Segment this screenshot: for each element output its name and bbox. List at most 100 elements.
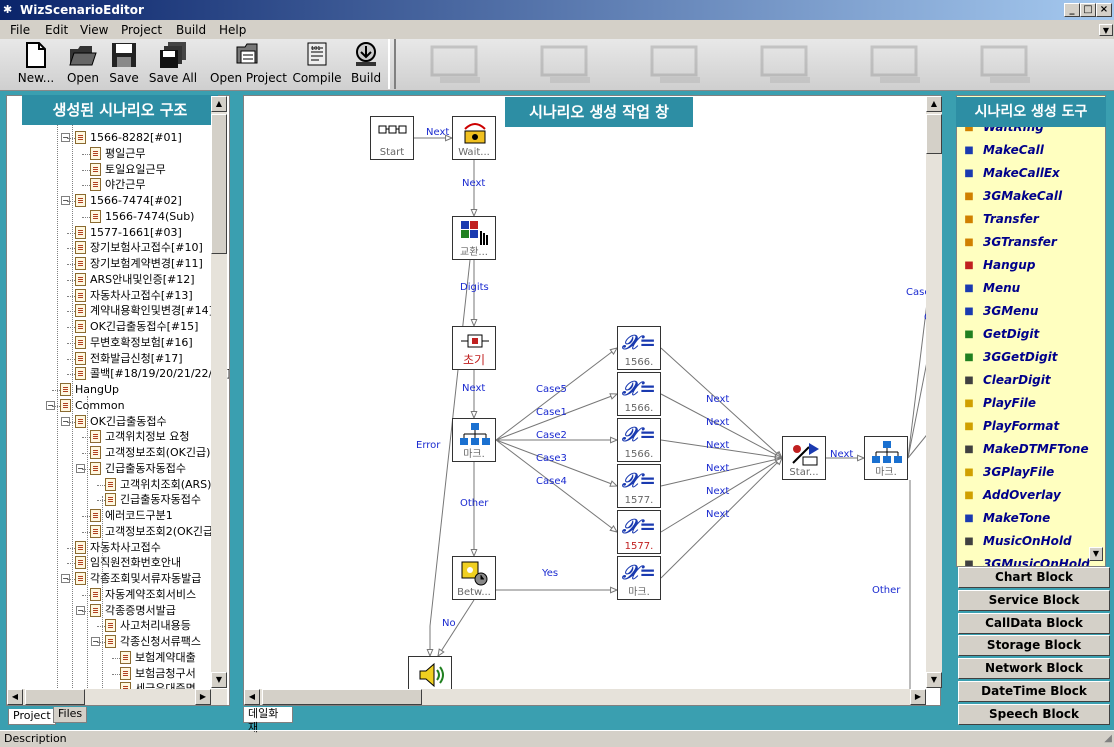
tree-item[interactable]: 토일요일근무 <box>105 162 166 176</box>
menu-build[interactable]: Build <box>176 23 207 37</box>
scroll-down-button[interactable]: ▼ <box>926 672 942 688</box>
tree-item[interactable]: 1566-8282[#01] <box>90 131 182 144</box>
tool-add-overlay[interactable]: ■AddOverlay <box>961 484 1105 506</box>
tree-item[interactable]: 자동차사고접수[#13] <box>90 288 193 302</box>
tree-item[interactable]: 1566-7474(Sub) <box>105 209 195 223</box>
tab-files[interactable]: Files <box>53 707 88 723</box>
tab-project[interactable]: Project <box>8 709 56 725</box>
flow-edge[interactable] <box>495 393 618 441</box>
compile-button[interactable]: 101 Compile <box>292 41 342 87</box>
tool-make-tone[interactable]: ■MakeTone <box>961 507 1105 529</box>
tree-item[interactable]: 각종증명서발급 <box>105 603 176 617</box>
tool-3g-music-on-hold[interactable]: ■3GMusicOnHold <box>961 553 1105 566</box>
tool-menu[interactable]: ■Menu <box>961 277 1105 299</box>
flow-edge[interactable] <box>495 439 618 487</box>
flow-edge[interactable] <box>495 439 618 533</box>
minimize-button[interactable]: _ <box>1064 3 1080 17</box>
flow-edge[interactable] <box>429 259 471 627</box>
maximize-button[interactable]: □ <box>1080 3 1096 17</box>
tree-item[interactable]: 고객정보조회(OK긴급) <box>105 446 211 459</box>
tool-make-call[interactable]: ■MakeCall <box>961 139 1105 161</box>
canvas-horizontal-scrollbar[interactable]: ◀ ▶ <box>244 689 926 705</box>
flow-node-v2[interactable]: 𝒳=1566. <box>617 372 661 416</box>
tree-item[interactable]: OK긴급출동접수 <box>90 414 167 428</box>
tree-expander[interactable]: − <box>61 416 70 426</box>
scroll-down-button[interactable]: ▼ <box>211 672 227 688</box>
menu-project[interactable]: Project <box>121 23 163 37</box>
scroll-left-button[interactable]: ◀ <box>244 689 260 705</box>
flow-edge[interactable] <box>660 457 783 533</box>
save-button[interactable]: Save <box>106 41 142 87</box>
scroll-right-button[interactable]: ▶ <box>910 689 926 705</box>
tree-item[interactable]: 고객정보조회2(OK긴급) <box>105 524 218 538</box>
tool-3g-menu[interactable]: ■3GMenu <box>961 300 1105 322</box>
tool-make-call-ex[interactable]: ■MakeCallEx <box>961 162 1105 184</box>
tree-item[interactable]: 긴급출동자동접수 <box>120 493 201 507</box>
tool-play-format[interactable]: ■PlayFormat <box>961 415 1105 437</box>
flow-node-start[interactable]: Start <box>370 116 414 160</box>
category-calldata-block[interactable]: CallData Block <box>958 612 1110 634</box>
tree-expander[interactable]: − <box>91 637 100 646</box>
build-button[interactable]: Build <box>348 41 384 87</box>
tree-item[interactable]: OK긴급출동접수[#15] <box>90 320 199 333</box>
tool-transfer[interactable]: ■Transfer <box>961 208 1105 230</box>
flow-node-v3[interactable]: 𝒳=1566. <box>617 418 661 462</box>
tree-item[interactable]: 1577-1661[#03] <box>90 225 182 239</box>
tree-item[interactable]: 각종신청서류팩스 <box>120 635 201 648</box>
menu-view[interactable]: View <box>80 23 109 37</box>
category-network-block[interactable]: Network Block <box>958 658 1110 680</box>
scroll-thumb[interactable] <box>262 689 422 705</box>
tree-item[interactable]: 긴급출동자동접수 <box>105 461 186 475</box>
tool-3g-make-call[interactable]: ■3GMakeCall <box>961 185 1105 207</box>
flow-node-v5[interactable]: 𝒳=1577. <box>617 510 661 554</box>
flow-node-exchange[interactable]: 교환... <box>452 216 496 260</box>
tree-item[interactable]: 보험금청구서 <box>135 666 196 680</box>
flow-edge[interactable] <box>660 439 783 459</box>
flow-edge[interactable] <box>495 347 618 441</box>
tree-item[interactable]: ARS안내및인증[#12] <box>90 272 195 286</box>
tree-item[interactable]: 임직원전화번호안내 <box>90 556 182 570</box>
menu-help[interactable]: Help <box>219 23 247 37</box>
tool-hangup[interactable]: ■Hangup <box>961 254 1105 276</box>
tree-item[interactable]: 자동차사고접수 <box>90 540 161 554</box>
tree-item[interactable]: 무변호확정보험[#16] <box>90 335 193 349</box>
flow-node-wait[interactable]: Wait... <box>452 116 496 160</box>
tree-expander[interactable]: − <box>61 574 70 583</box>
tree-expander[interactable]: − <box>61 133 70 142</box>
menu-edit[interactable]: Edit <box>45 23 69 37</box>
tree-item[interactable]: 야간근무 <box>105 178 146 192</box>
tree-expander[interactable]: − <box>46 400 55 410</box>
tool-play-file[interactable]: ■PlayFile <box>961 392 1105 414</box>
category-chart-block[interactable]: Chart Block <box>958 567 1110 588</box>
tree-item[interactable]: 평일근무 <box>105 146 146 160</box>
tree-item[interactable]: 장기보험사고접수[#10] <box>90 241 203 255</box>
tree-item[interactable]: 장기보험계약변경[#11] <box>90 257 203 270</box>
tool-3g-play-file[interactable]: ■3GPlayFile <box>961 461 1105 483</box>
tree-expander[interactable]: − <box>76 605 85 615</box>
tool-get-digit[interactable]: ■GetDigit <box>961 323 1105 345</box>
flow-node-menu2[interactable]: 마크. <box>864 436 908 480</box>
tool-clear-digit[interactable]: ■ClearDigit <box>961 369 1105 391</box>
flow-edge[interactable] <box>660 457 783 579</box>
tree-item[interactable]: 보험계약대출 <box>135 650 196 664</box>
category-datetime-block[interactable]: DateTime Block <box>958 681 1110 702</box>
tree-item[interactable]: Common <box>75 398 125 412</box>
menu-file[interactable]: File <box>10 23 31 37</box>
scroll-thumb[interactable] <box>25 689 85 705</box>
flow-node-menu1[interactable]: 마크. <box>452 418 496 462</box>
open-project-button[interactable]: Open Project <box>210 41 287 87</box>
scroll-thumb[interactable] <box>926 114 942 154</box>
canvas-vertical-scrollbar[interactable]: ▲ ▼ <box>926 96 942 688</box>
flow-edge[interactable] <box>660 347 783 459</box>
category-service-block[interactable]: Service Block <box>958 589 1110 611</box>
tree-vertical-scrollbar[interactable]: ▲ ▼ <box>211 96 227 688</box>
tree-item[interactable]: 각종조회및서류자동발급 <box>90 572 202 585</box>
tree-item[interactable]: 고객위치조회(ARS) <box>120 477 212 491</box>
new-button[interactable]: New... <box>16 41 56 87</box>
tree-horizontal-scrollbar[interactable]: ◀ ▶ <box>7 689 227 705</box>
resize-grip-icon[interactable]: ◢ <box>1104 733 1112 744</box>
toolbar-gripper[interactable] <box>388 39 396 89</box>
tree-item[interactable]: HangUp <box>75 383 119 396</box>
tool-music-on-hold[interactable]: ■MusicOnHold <box>961 530 1105 552</box>
flow-node-star[interactable]: Star... <box>782 436 826 480</box>
